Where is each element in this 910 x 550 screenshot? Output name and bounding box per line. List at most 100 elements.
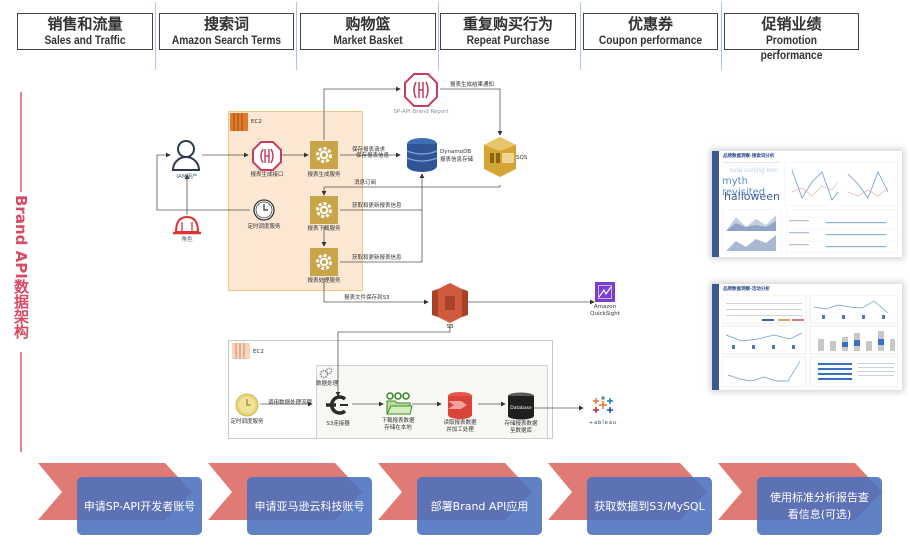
category-zh: 重复购买行为: [462, 15, 553, 33]
step-apply-sp-api-account[interactable]: 申请SP-API开发者账号: [77, 477, 202, 535]
quicksight-label-2: QuickSight: [590, 311, 620, 317]
category-coupon[interactable]: 优惠券 Coupon performance: [583, 13, 718, 50]
step-apply-aws-account[interactable]: 申请亚马逊云科技账号: [247, 477, 372, 535]
tableau-logo-icon[interactable]: [590, 396, 616, 420]
tableau-label: +ableau: [588, 420, 618, 426]
s3-label: S3: [446, 324, 454, 330]
dashboard-panels: [722, 295, 898, 387]
store-db-label-2: 至数据库: [509, 428, 533, 434]
step-label: 获取数据到S3/MySQL: [594, 499, 705, 513]
step-label: 部署Brand API应用: [430, 499, 529, 513]
edge-label-fetch-update-2: 获取和更新报表信息: [352, 255, 402, 261]
iam-user-label: IAM用户: [176, 174, 198, 180]
category-zh: 销售和流量: [47, 15, 123, 33]
word-cloud-term: halloween: [723, 190, 780, 203]
dashboard-line-charts: [784, 162, 898, 206]
folder-download-icon[interactable]: [385, 392, 413, 416]
store-db-label-1: 存储报表数据: [504, 421, 538, 427]
iam-user-icon[interactable]: [170, 138, 202, 172]
s3-bucket-icon[interactable]: [432, 283, 468, 323]
dynamodb-icon[interactable]: [404, 137, 440, 173]
quicksight-icon[interactable]: [595, 282, 615, 302]
category-repeat-purchase[interactable]: 重复购买行为 Repeat Purchase: [440, 13, 576, 50]
word-cloud-term: oval curling iron: [729, 167, 778, 174]
category-zh: 促销业绩: [761, 15, 822, 33]
ec2-icon: [230, 113, 248, 131]
download-store-label-1: 下载报表数据: [381, 418, 415, 424]
ec2-panel-top: [228, 111, 363, 291]
dashboard-title: 品牌数据洞察-搜索词分析: [723, 154, 775, 159]
scheduler-clock-icon[interactable]: [252, 198, 276, 222]
category-en: Market Basket: [333, 33, 403, 47]
category-en: Repeat Purchase: [466, 33, 550, 47]
sp-api-label: SP-API Brand Report: [393, 109, 449, 115]
quicksight-label-1: Amazon: [593, 304, 617, 310]
report-download-service-label: 报表下载服务: [307, 226, 341, 232]
gear-icon: [316, 254, 332, 270]
edge-label-msg-subscribe: 消息订阅: [354, 180, 377, 186]
report-download-service-icon[interactable]: [310, 196, 338, 224]
side-title-line-top: [20, 92, 22, 192]
report-process-service-icon[interactable]: [310, 248, 338, 276]
category-zh: 优惠券: [627, 15, 673, 33]
category-promotion[interactable]: 促销业绩 Promotion performance: [724, 13, 859, 62]
sqs-icon[interactable]: [484, 137, 516, 177]
report-done-notice-label: 报表生成结果通知: [450, 82, 495, 88]
gears-icon: [319, 367, 333, 379]
dashboard-title: 品牌数据洞察-活动分析: [723, 287, 770, 292]
category-search-terms[interactable]: 搜索词 Amazon Search Terms: [159, 13, 294, 50]
category-en: Sales and Traffic: [44, 33, 126, 47]
category-sales-traffic[interactable]: 销售和流量 Sales and Traffic: [17, 13, 153, 50]
category-market-basket[interactable]: 购物篮 Market Basket: [300, 13, 436, 50]
scheduler-label: 定时调度服务: [247, 224, 281, 230]
divider: [296, 2, 297, 70]
dynamodb-name: DynamoDB: [440, 149, 472, 155]
report-process-service-label: 报表处理服务: [307, 278, 341, 284]
dashboard-sidebar: [712, 151, 719, 257]
role-label: 角色: [181, 237, 193, 243]
role-helmet-icon[interactable]: [172, 214, 202, 236]
dashboard-search-terms[interactable]: 品牌数据洞察-搜索词分析 oval curling iron myth revi…: [712, 151, 902, 257]
edge-label-fetch-update-1: 获取和更新报表信息: [352, 203, 402, 209]
dynamodb-desc: 报表信息存储: [440, 157, 474, 163]
step-label: 使用标准分析报告查看信息(可选): [770, 491, 869, 521]
etl-process-icon[interactable]: [445, 391, 475, 419]
category-en: Promotion performance: [760, 33, 823, 62]
side-title: Brand API数据架构: [12, 195, 30, 339]
ec2-label-top: EC2: [251, 119, 262, 125]
dashboard-promotion[interactable]: 品牌数据洞察-活动分析: [712, 284, 902, 390]
scheduler-label-2: 定时调度服务: [230, 419, 264, 425]
word-cloud-term: myth revisited: [722, 176, 766, 198]
divider: [438, 2, 439, 70]
gear-icon: [316, 202, 332, 218]
api-gateway-label: 报表生成接口: [250, 172, 284, 178]
step-view-standard-reports[interactable]: 使用标准分析报告查看信息(可选): [757, 477, 882, 535]
sp-api-brand-report-icon[interactable]: [404, 73, 438, 107]
scheduler-clock-icon-2[interactable]: [235, 393, 259, 417]
data-processing-label: 数据处理: [316, 381, 339, 387]
divider: [721, 2, 722, 70]
step-fetch-data-s3-mysql[interactable]: 获取数据到S3/MySQL: [587, 477, 712, 535]
edge-label-save-to-s3: 报表文件保存到S3: [344, 295, 390, 301]
report-gen-service-icon[interactable]: [310, 141, 338, 169]
sqs-label: SQS: [516, 155, 528, 161]
download-store-label-2: 存储在本地: [384, 425, 412, 431]
report-gen-service-label: 报表生成服务: [307, 172, 341, 178]
category-zh: 购物篮: [345, 15, 391, 33]
side-title-line-bottom: [20, 352, 22, 452]
step-deploy-brand-api[interactable]: 部署Brand API应用: [417, 477, 542, 535]
edge-label-save-request: 保存报表请求: [352, 147, 386, 153]
category-en: Coupon performance: [598, 33, 703, 47]
divider: [580, 2, 581, 70]
step-label: 申请SP-API开发者账号: [83, 499, 196, 513]
word-cloud: oval curling iron myth revisited hallowe…: [722, 162, 780, 207]
s3-connector-icon[interactable]: [326, 395, 350, 415]
database-icon[interactable]: [507, 392, 535, 420]
edge-label-invoke-processing: 调用数据处理流程: [268, 400, 313, 406]
api-gateway-icon[interactable]: [252, 141, 282, 171]
dashboard-sidebar: [712, 284, 719, 390]
dashboard-area-charts: [722, 209, 782, 253]
category-zh: 搜索词: [203, 15, 249, 33]
